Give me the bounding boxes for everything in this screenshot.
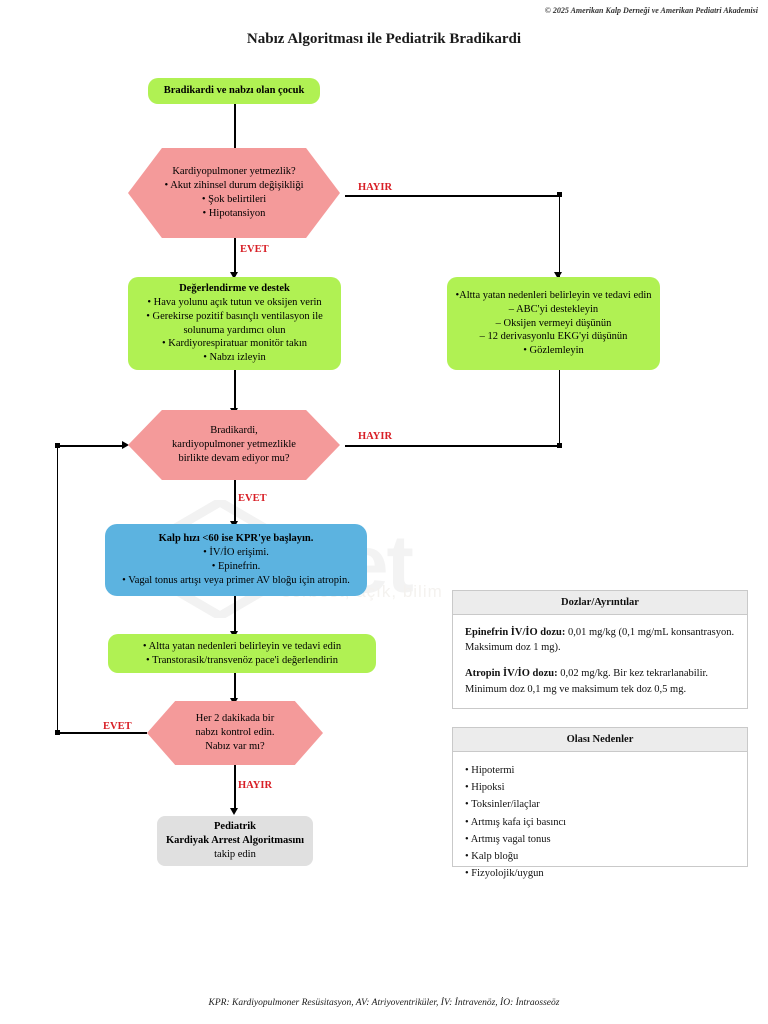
dose-item-epinephrine: Epinefrin İV/İO dozu: 0,01 mg/kg (0,1 mg… (465, 625, 735, 655)
connector-decision2-no (345, 445, 560, 447)
cpr-line-1: • İV/İO erişimi. (203, 547, 269, 559)
decision1-line-1: • Akut zihinsel durum değişikliği (164, 179, 304, 191)
node-decision-pulse-check[interactable]: Her 2 dakikada bir nabzı kontrol edin. N… (147, 701, 323, 765)
dose-item-epinephrine-text: 0,01 mg/kg (0,1 mg/mL konsantrasyon. Mak… (465, 627, 735, 654)
connector-decision2-yes (234, 480, 236, 524)
list-item: • Kalp bloğu (465, 851, 519, 863)
observe-line-4: • Gözlemleyin (523, 345, 584, 357)
dose-item-atropine: Atropin İV/İO dozu: 0,02 mg/kg. Bir kez … (465, 666, 735, 696)
connector-decision1-no (345, 195, 560, 197)
connector-observe-up-return (558, 370, 561, 445)
edge-label-decision3-yes: EVET (103, 721, 132, 732)
decision3-line-1: nabzı kontrol edin. (195, 726, 275, 738)
panel-causes-title: Olası Nedenler (453, 728, 747, 752)
decision3-line-0: Her 2 dakikada bir (195, 712, 275, 724)
treat-line-1: • Transtorasik/transvenöz pace'i değerle… (146, 654, 338, 666)
page-title: Nabız Algoritması ile Pediatrik Bradikar… (246, 31, 522, 47)
connector-decision1-no-down (558, 195, 561, 277)
observe-line-1: – ABC'yi destekleyin (508, 303, 599, 315)
cpr-line-3: • Vagal tonus artışı veya primer AV bloğ… (122, 574, 350, 586)
connector-loop-left-vertical (56, 445, 59, 733)
panel-doses-body: Epinefrin İV/İO dozu: 0,01 mg/kg (0,1 mg… (453, 615, 747, 707)
connector-start-to-decision1 (234, 104, 236, 148)
causes-list: • Hipotermi • Hipoksi • Toksinler/ilaçla… (465, 762, 735, 883)
node-assessment-and-support[interactable]: Değerlendirme ve destek • Hava yolunu aç… (128, 277, 341, 370)
list-item: • Artmış vagal tonus (465, 833, 551, 845)
decision2-line-0: Bradikardi, (210, 424, 258, 436)
support-line-3: solunuma yardımcı olun (183, 324, 286, 336)
support-line-4: • Kardiyorespiratuar monitör takın (161, 338, 308, 350)
list-item: • Toksinler/ilaçlar (465, 799, 540, 811)
support-line-5: • Nabzı izleyin (203, 352, 266, 364)
arrest-line-0: Pediatrik (214, 821, 256, 833)
dose-item-atropine-label: Atropin İV/İO dozu: (465, 668, 558, 680)
panel-possible-causes: Olası Nedenler • Hipotermi • Hipoksi • T… (452, 727, 748, 879)
dose-item-atropine-text: 0,02 mg/kg. Bir kez tekrarlanabilir. Min… (465, 668, 709, 695)
decision3-shape (147, 701, 323, 765)
support-line-0: Değerlendirme ve destek (179, 282, 290, 294)
dose-item-epinephrine-label: Epinefrin İV/İO dozu: (465, 627, 566, 638)
observe-line-0: •Altta yatan nedenleri belirleyin ve ted… (455, 289, 652, 301)
node-treat-causes-pacing[interactable]: • Altta yatan nedenleri belirleyin ve te… (108, 634, 376, 673)
connector-decision3-yes (57, 732, 147, 734)
panel-causes-body: • Hipotermi • Hipoksi • Toksinler/ilaçla… (453, 752, 747, 893)
treat-line-0: • Altta yatan nedenleri belirleyin ve te… (142, 640, 342, 652)
panel-doses-title: Dozlar/Ayrıntılar (453, 591, 747, 615)
connector-support-to-decision2 (234, 370, 236, 410)
decision1-line-3: • Hipotansiyon (202, 208, 266, 220)
node-start-line-0: Bradikardi ve nabzı olan çocuk (163, 85, 305, 97)
support-line-2: • Gerekirse pozitif basınçlı ventilasyon… (146, 310, 323, 322)
arrowhead-decision3-no (229, 808, 238, 815)
observe-line-3: – 12 derivasyonlu EKG'yi düşünün (479, 331, 628, 343)
connector-decision3-no (234, 765, 236, 810)
node-decision-bradycardia-persists[interactable]: Bradikardi, kardiyopulmoner yetmezlikle … (128, 410, 340, 480)
edge-label-decision1-no: HAYIR (358, 182, 393, 193)
arrowhead-decision1-no (554, 272, 562, 279)
junction-dot-decision1-no (557, 192, 562, 197)
cpr-line-2: • Epinefrin. (211, 561, 261, 572)
node-start[interactable]: Bradikardi ve nabzı olan çocuk (148, 78, 320, 104)
arrest-line-1: Kardiyak Arrest Algoritmasını (165, 835, 305, 847)
node-identify-treat-observe[interactable]: •Altta yatan nedenleri belirleyin ve ted… (447, 277, 660, 370)
footer-abbreviations: KPR: Kardiyopulmoner Resüsitasyon, AV: A… (208, 998, 560, 1008)
arrest-line-2: takip edin (214, 848, 256, 860)
edge-label-decision2-yes: EVET (238, 493, 267, 504)
node-go-to-cardiac-arrest-algorithm[interactable]: Pediatrik Kardiyak Arrest Algoritmasını … (157, 816, 313, 866)
connector-treat-to-decision3 (234, 673, 236, 701)
decision1-line-0: Kardiyopulmoner yetmezlik? (172, 165, 296, 177)
connector-decision1-yes (234, 238, 236, 276)
arrowhead-loop-into-decision2 (122, 440, 129, 449)
decision2-line-1: kardiyopulmoner yetmezlikle (172, 438, 296, 450)
node-start-cpr[interactable]: Kalp hızı <60 ise KPR'ye başlayın. • İV/… (105, 524, 367, 596)
decision2-line-2: birlikte devam ediyor mu? (178, 453, 290, 465)
edge-label-decision3-no: HAYIR (238, 780, 273, 791)
copyright-notice: © 2025 Amerikan Kalp Derneği ve Amerikan… (544, 6, 758, 15)
connector-cpr-to-treat (234, 596, 236, 634)
observe-line-2: – Oksijen vermeyi düşünün (495, 317, 612, 329)
decision1-shape (128, 148, 340, 238)
connector-loop-into-decision2 (57, 445, 125, 447)
panel-doses-details: Dozlar/Ayrıntılar Epinefrin İV/İO dozu: … (452, 590, 748, 709)
edge-label-decision2-no: HAYIR (358, 431, 393, 442)
list-item: • Artmış kafa içi basıncı (465, 816, 567, 828)
list-item: • Hipoksi (465, 782, 505, 794)
list-item: • Hipotermi (465, 765, 515, 776)
decision1-line-2: • Şok belirtileri (201, 194, 267, 205)
decision2-shape (128, 410, 340, 480)
decision3-line-2: Nabız var mı? (205, 741, 265, 753)
support-line-1: • Hava yolunu açık tutun ve oksijen veri… (147, 296, 322, 308)
arrowhead-decision1-yes (229, 272, 238, 279)
list-item: • Fizyolojik/uygun (465, 868, 544, 880)
edge-label-decision1-yes: EVET (240, 244, 269, 255)
node-decision-cardiopulmonary-failure[interactable]: Kardiyopulmoner yetmezlik? • Akut zihins… (128, 148, 340, 238)
cpr-line-0: Kalp hızı <60 ise KPR'ye başlayın. (158, 533, 314, 545)
